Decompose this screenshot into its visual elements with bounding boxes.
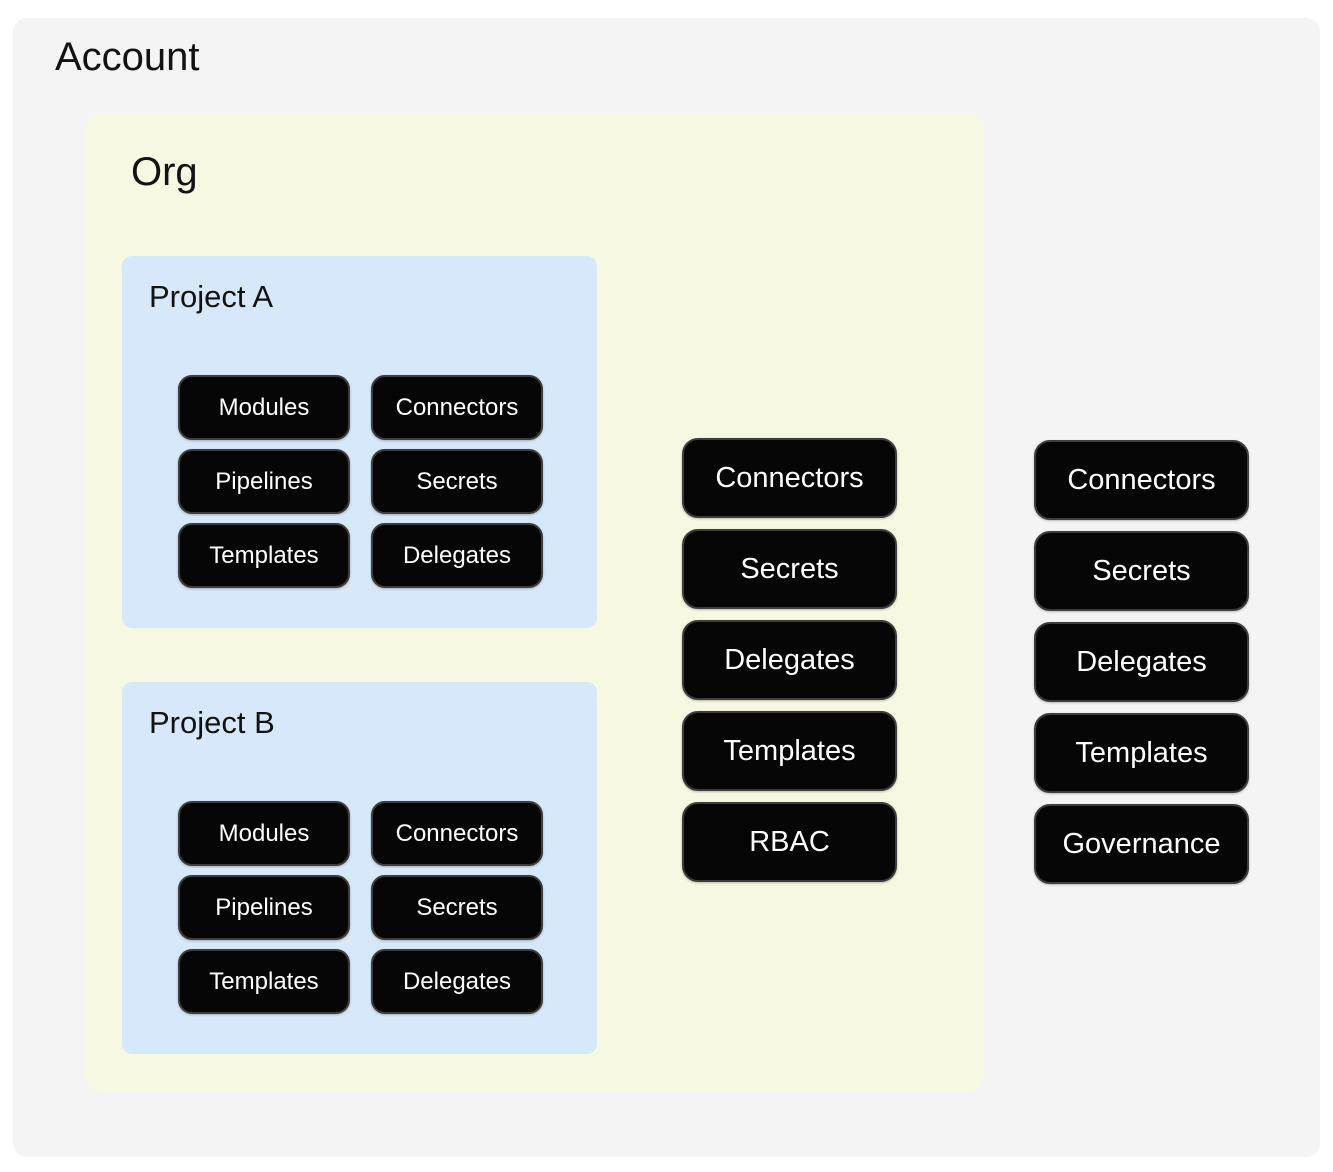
account-pill-governance: Governance [1034,804,1249,884]
project-a-pill-grid: Modules Connectors Pipelines Secrets Tem… [178,375,543,588]
project-b-pill-grid: Modules Connectors Pipelines Secrets Tem… [178,801,543,1014]
account-pill-connectors: Connectors [1034,440,1249,520]
org-container: Org Project A Modules Connectors Pipelin… [86,113,983,1092]
project-a-container: Project A Modules Connectors Pipelines S… [122,256,597,628]
project-b-pill-connectors: Connectors [371,801,543,866]
project-a-pill-templates: Templates [178,523,350,588]
org-pill-templates: Templates [682,711,897,791]
project-a-pill-modules: Modules [178,375,350,440]
project-b-pill-pipelines: Pipelines [178,875,350,940]
project-b-pill-templates: Templates [178,949,350,1014]
account-pill-secrets: Secrets [1034,531,1249,611]
account-title: Account [55,35,200,79]
project-a-pill-pipelines: Pipelines [178,449,350,514]
org-pill-rbac: RBAC [682,802,897,882]
project-a-pill-delegates: Delegates [371,523,543,588]
account-pill-column: Connectors Secrets Delegates Templates G… [1034,440,1249,884]
account-pill-templates: Templates [1034,713,1249,793]
project-a-title: Project A [149,279,274,314]
org-pill-connectors: Connectors [682,438,897,518]
project-b-container: Project B Modules Connectors Pipelines S… [122,682,597,1054]
org-pill-secrets: Secrets [682,529,897,609]
project-b-pill-modules: Modules [178,801,350,866]
project-a-pill-connectors: Connectors [371,375,543,440]
account-pill-delegates: Delegates [1034,622,1249,702]
project-b-pill-delegates: Delegates [371,949,543,1014]
org-pill-delegates: Delegates [682,620,897,700]
project-b-title: Project B [149,705,275,740]
account-container: Account Org Project A Modules Connectors… [13,18,1320,1157]
org-pill-column: Connectors Secrets Delegates Templates R… [682,438,897,882]
project-b-pill-secrets: Secrets [371,875,543,940]
org-title: Org [131,150,198,194]
project-a-pill-secrets: Secrets [371,449,543,514]
